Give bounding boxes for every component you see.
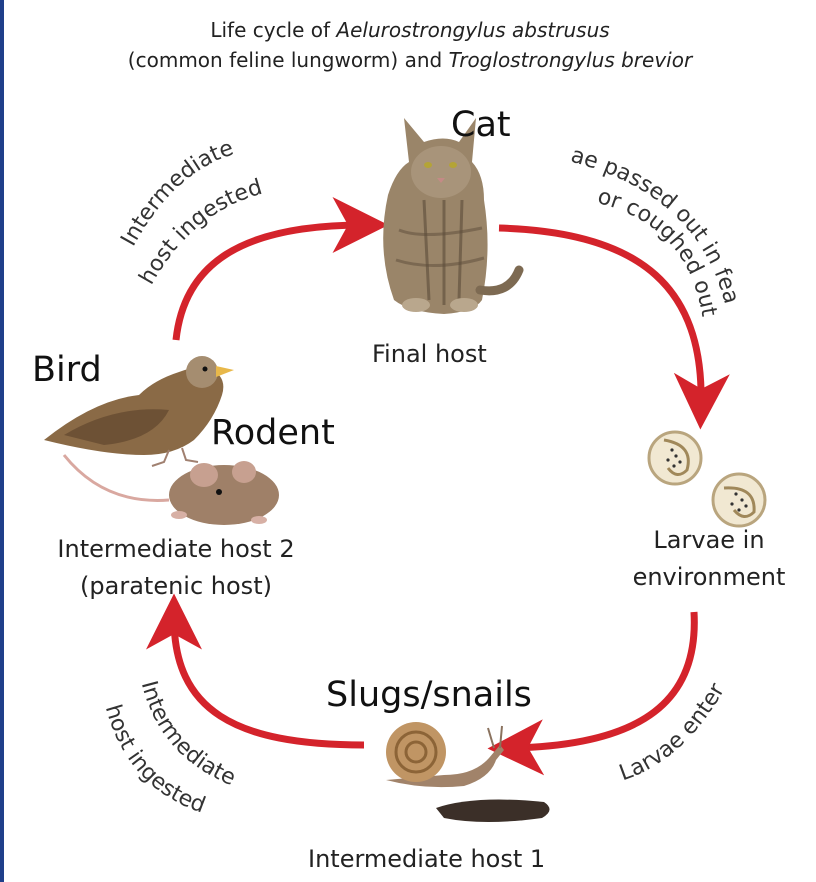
diagram-subtitle: (common feline lungworm) and Troglostron… [4,48,816,72]
arrow-bird-to-cat [172,197,389,341]
title-species-2: Troglostrongylus brevior [448,48,693,72]
bird-icon [44,356,234,467]
cat-icon [383,118,524,314]
arrow-slugs-to-rodent [146,593,365,749]
node-label-slugs-snails: Slugs/snails [326,675,532,715]
node-label-bird: Bird [32,350,102,390]
title-species-1: Aelurostrongylus abstrusus [336,18,610,42]
caption-intermediate-host-2: Intermediate host 2 [57,535,295,563]
subtitle-prefix: (common feline lungworm) and [127,48,449,72]
caption-final-host: Final host [372,340,487,368]
larvae-icon [647,430,767,528]
caption-larvae-in: Larvae in [653,526,765,554]
node-label-rodent: Rodent [211,413,335,453]
arrow-larvae-to-slugs [487,611,698,776]
snail-icon [386,722,550,822]
node-label-cat: Cat [451,105,511,145]
diagram-title: Life cycle of Aelurostrongylus abstrusus [4,18,816,42]
cycle-diagram: Intermediate host ingested Larvae passed… [4,0,767,822]
mouse-icon [62,454,279,525]
title-prefix: Life cycle of [210,18,337,42]
caption-intermediate-host-1: Intermediate host 1 [308,845,546,873]
diagram-canvas: Life cycle of Aelurostrongylus abstrusus… [4,0,816,882]
caption-environment: environment [632,563,786,591]
caption-paratenic-host: (paratenic host) [80,572,272,600]
arrow-cat-to-larvae [498,224,730,430]
